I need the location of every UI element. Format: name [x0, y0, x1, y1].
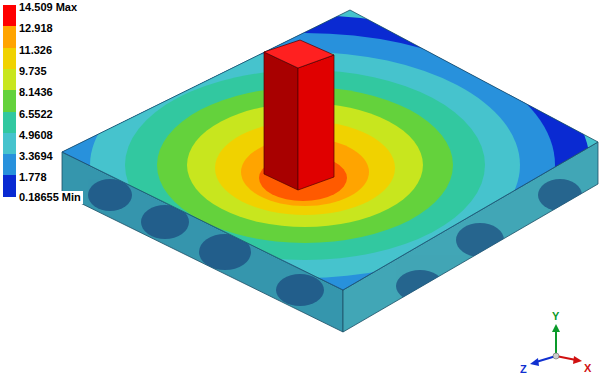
- legend-swatch: [3, 26, 16, 48]
- legend-swatch: [3, 175, 16, 197]
- legend-swatch: [3, 5, 16, 27]
- legend-swatch: [3, 48, 16, 70]
- legend-swatch: [3, 154, 16, 176]
- legend-min-value: 0.18655 Min: [19, 191, 83, 204]
- legend-value: 4.9608: [19, 129, 53, 142]
- legend-swatch: [3, 133, 16, 155]
- legend-value: 8.1436: [19, 86, 53, 99]
- axis-label: Z: [520, 363, 527, 376]
- legend-value: 6.5522: [19, 108, 53, 121]
- legend-swatch: [3, 69, 16, 91]
- legend-value: 9.735: [19, 65, 47, 78]
- legend-value: 3.3694: [19, 150, 53, 163]
- axis-triad: [530, 324, 582, 366]
- legend-value: 14.509 Max: [19, 1, 77, 14]
- legend-value: 12.918: [19, 22, 53, 35]
- axis-label: Y: [552, 310, 559, 323]
- legend-value: 11.326: [19, 44, 52, 57]
- legend-swatch: [3, 90, 16, 112]
- legend-value: 1.778: [19, 171, 47, 184]
- axis-label: X: [584, 362, 591, 375]
- column: [264, 40, 334, 190]
- legend-swatch: [3, 112, 16, 134]
